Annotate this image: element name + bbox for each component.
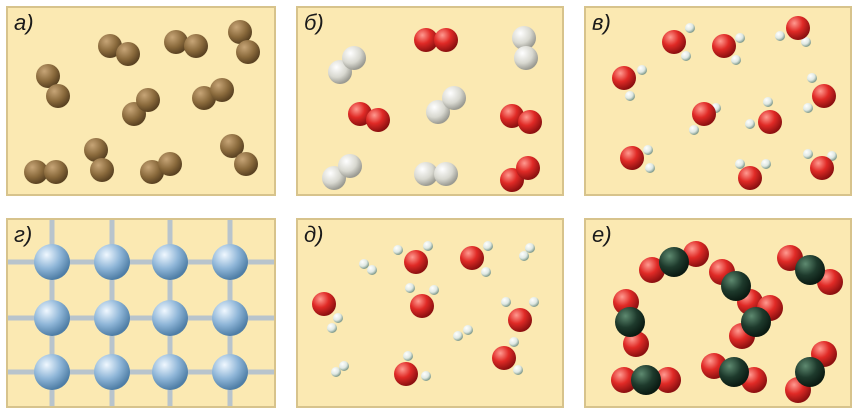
brown-molecule [164,30,208,58]
panel-b-label: б) [304,10,324,35]
panel-d: д) [296,218,564,408]
brown-molecule [228,20,260,64]
panel-a-label: а) [14,10,34,35]
water-molecule [393,241,433,274]
grey-molecule [426,86,466,124]
hydrogen-molecule [331,361,349,377]
co2-molecule [611,365,681,395]
water-molecule [712,33,745,65]
red-molecule [414,28,458,52]
brown-molecule [192,78,234,110]
grey-molecule [512,26,538,70]
panel-b: б) [296,6,564,196]
co2-molecule [709,259,763,315]
panel-d-molecules [312,241,539,386]
water-molecule [312,292,343,333]
hydrogen-molecule [453,325,473,341]
water-molecule [492,337,523,375]
water-molecule [612,65,647,101]
brown-molecule [140,152,182,184]
red-molecule [500,104,542,134]
panel-g-label: г) [14,222,33,247]
water-molecule [501,297,539,332]
red-molecule [348,102,390,132]
co2-molecule [613,289,649,357]
red-molecule [500,156,540,192]
panel-v-label: в) [592,10,611,35]
panel-e-label: е) [592,222,612,247]
grey-molecule [414,162,458,186]
co2-molecule [639,241,709,283]
co2-molecule [729,295,783,349]
co2-molecule [777,245,843,295]
grey-molecule [322,154,362,190]
brown-molecule [36,64,70,108]
water-molecule [620,145,655,173]
water-molecule [803,73,836,113]
panel-b-molecules [322,26,542,192]
brown-molecule [24,160,68,184]
panel-g: г) [6,218,276,408]
co2-molecule [701,353,767,393]
brown-molecule [220,134,258,176]
panel-d-label: д) [304,222,324,247]
panel-a: а) [6,6,276,196]
brown-molecule [84,138,114,182]
brown-molecule [98,34,140,66]
water-molecule [405,283,439,318]
panel-a-molecules [24,20,260,184]
water-molecule [803,149,837,180]
hydrogen-molecule [519,243,535,261]
water-molecule [745,97,782,134]
water-molecule [394,351,431,386]
water-molecule [689,102,721,135]
brown-molecule [122,88,160,126]
water-molecule [775,16,811,47]
hydrogen-molecule [359,259,377,275]
lattice-atoms [34,244,248,390]
panel-v-molecules [612,16,837,190]
water-molecule [460,241,493,277]
panel-e-molecules [611,241,843,403]
water-molecule [662,23,695,61]
water-molecule [735,159,771,190]
grey-molecule [328,46,366,84]
panel-e: е) [584,218,852,408]
co2-molecule [785,341,837,403]
panel-g-lattice [8,220,274,406]
panel-v: в) [584,6,852,196]
